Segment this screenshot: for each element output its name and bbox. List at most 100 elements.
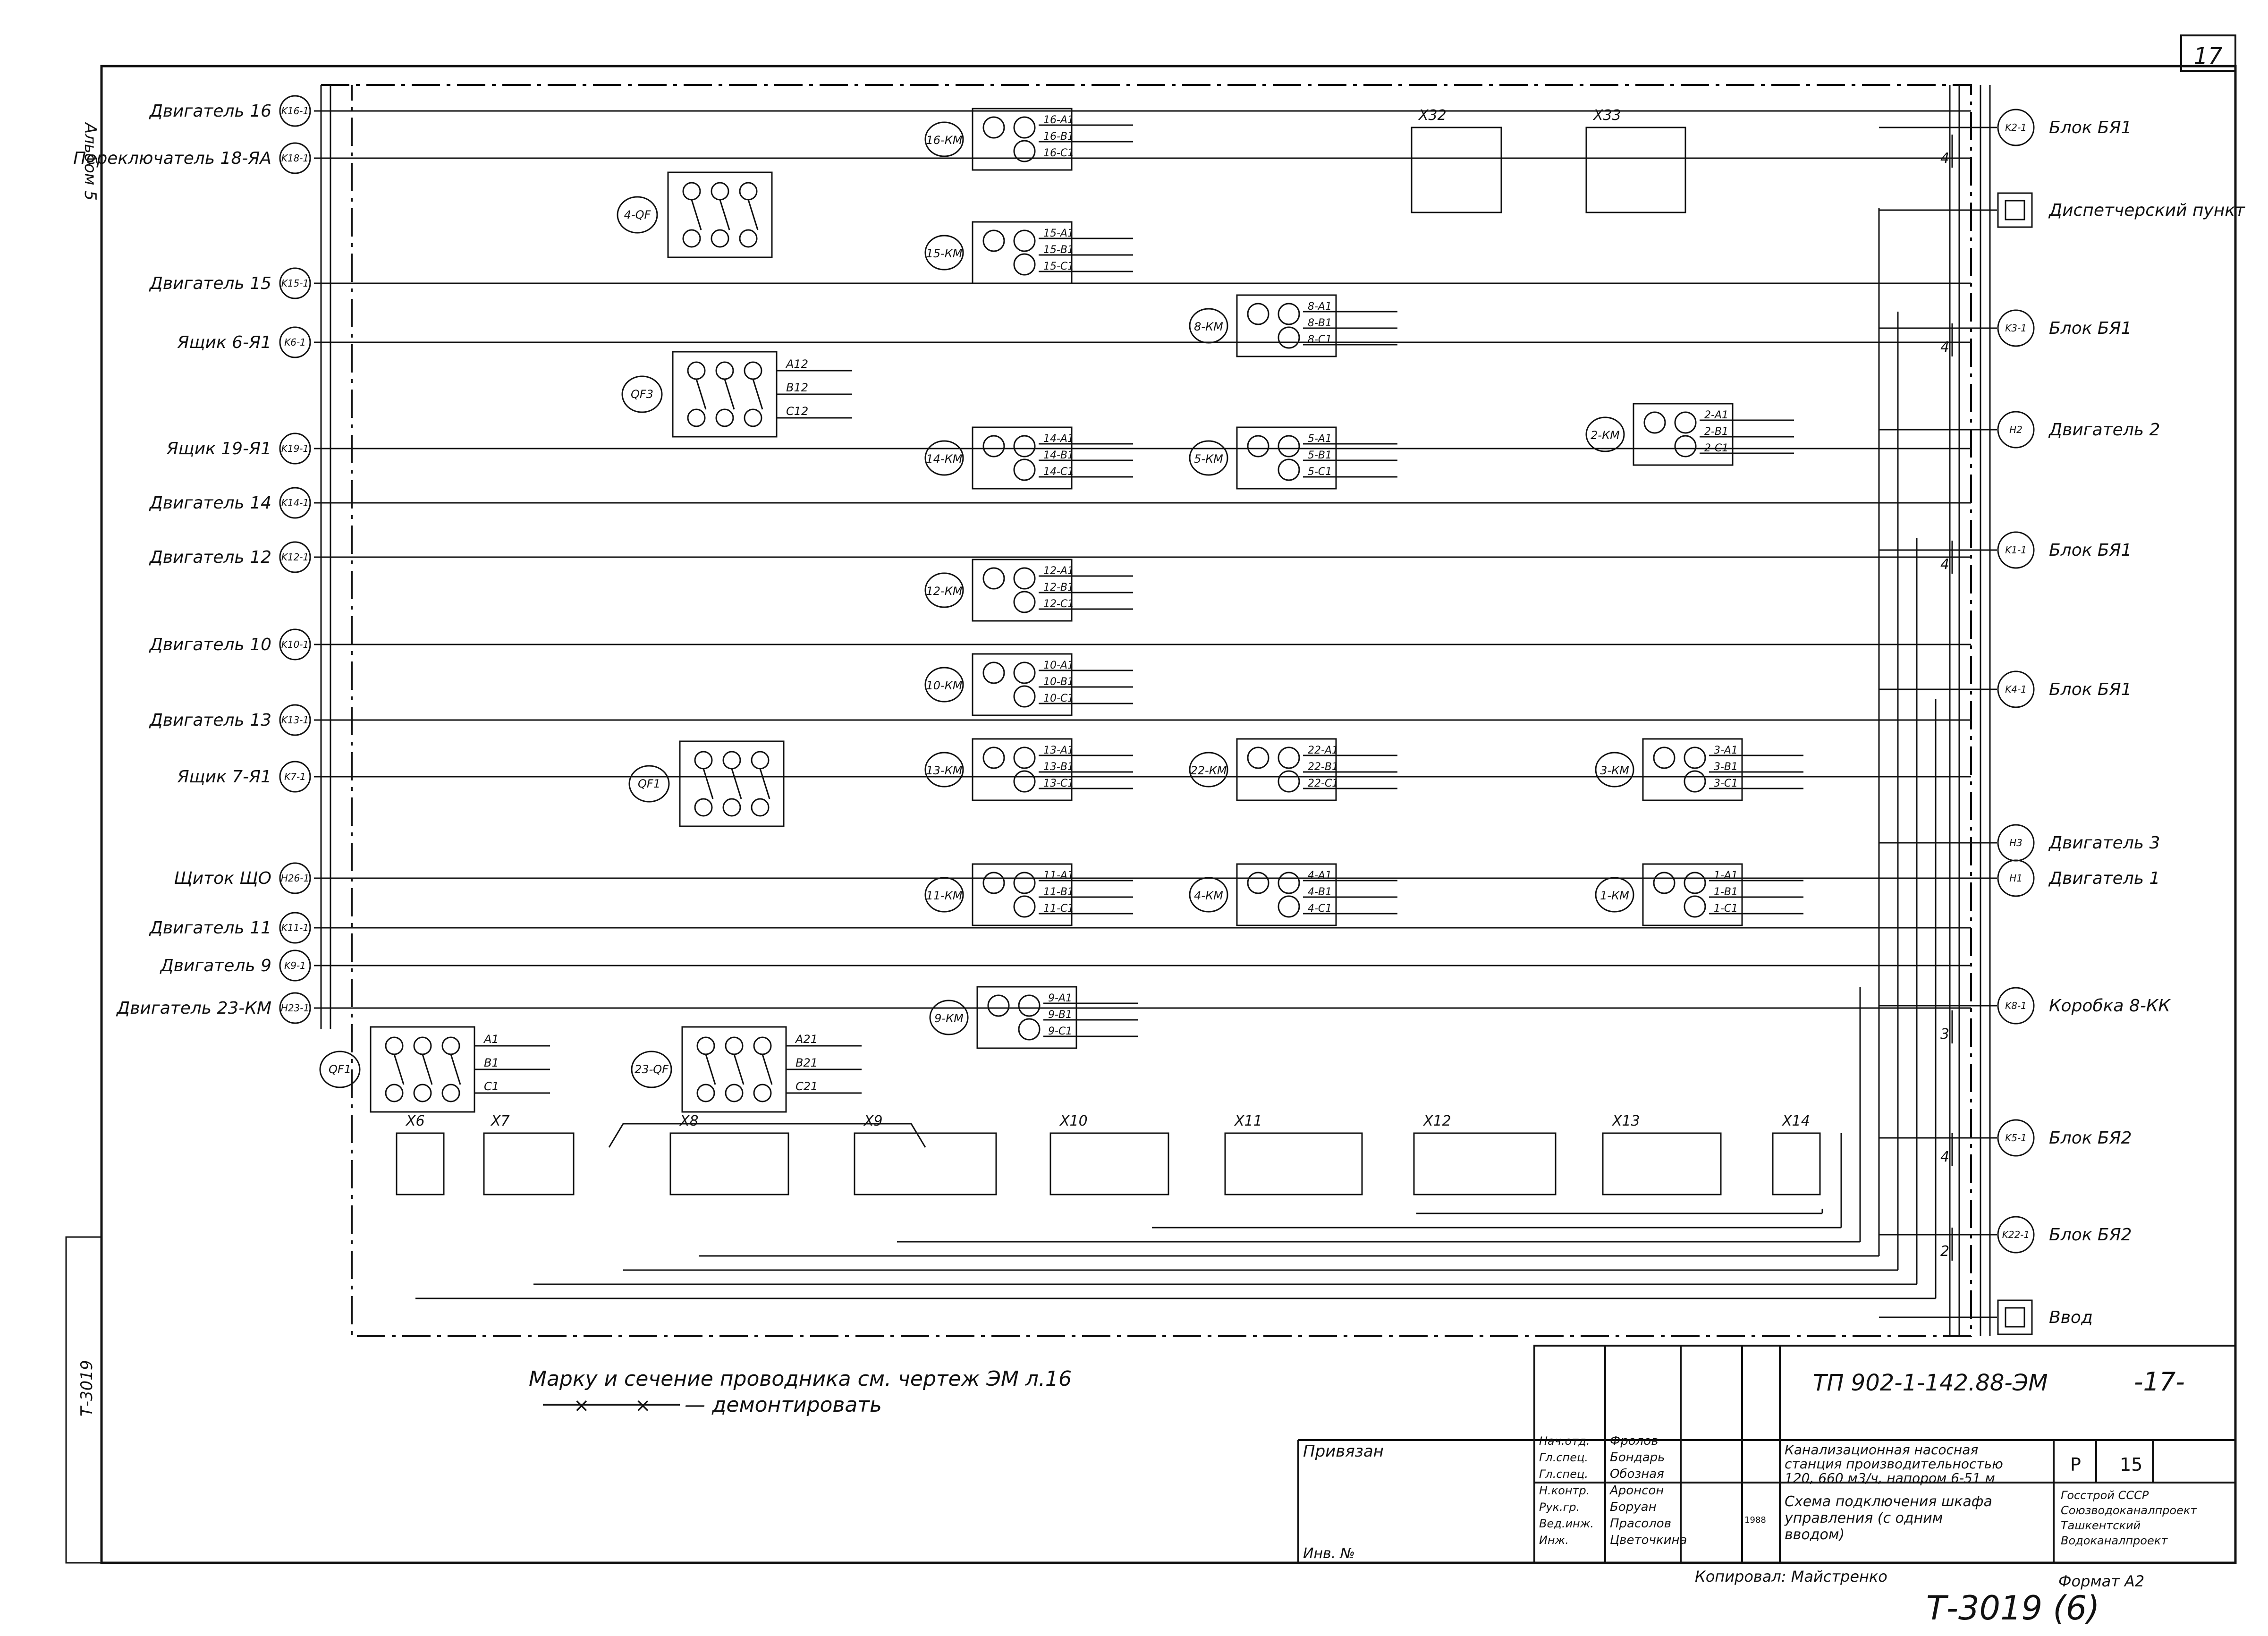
tb-name: Фролов <box>1610 1434 1659 1448</box>
contactor-terminal-label: 4-А1 <box>1308 870 1332 882</box>
contact-circle <box>1684 872 1706 894</box>
feeder-label: Переключатель 18-ЯА <box>73 149 271 168</box>
feeder-terminal-circle <box>279 949 311 982</box>
breaker-pole <box>744 361 762 380</box>
output-box-inner <box>2005 200 2025 220</box>
contactor-tag: 22-КМ <box>1191 764 1227 777</box>
feeder-tag: K11-1 <box>281 922 309 933</box>
breaker-contact <box>422 1054 433 1085</box>
contactor-box <box>972 221 1073 284</box>
breaker-pole <box>753 1084 772 1102</box>
contactor-tag: 15-КМ <box>926 247 963 260</box>
breaker-terminal-label: С21 <box>795 1080 818 1093</box>
breaker-pole <box>751 798 770 817</box>
output-tag: H2 <box>2009 424 2023 435</box>
contact-circle <box>982 872 1005 894</box>
contact-circle <box>1278 872 1300 894</box>
tb-project-title: Канализационная насосная <box>1785 1442 1978 1458</box>
breaker-terminal-label: В12 <box>786 381 808 394</box>
breaker-tag-ellipse <box>319 1051 361 1088</box>
breaker-pole <box>725 1036 744 1055</box>
feeder-tag: K19-1 <box>281 443 309 454</box>
feeder-terminal-circle <box>279 912 311 944</box>
breaker-pole <box>687 408 706 427</box>
contactor-box <box>972 863 1073 926</box>
feeder-label: Двигатель 14 <box>149 493 271 513</box>
breaker-contact <box>762 1054 773 1085</box>
contactor-terminal-label: 22-С1 <box>1308 778 1338 789</box>
contact-circle <box>1674 411 1697 434</box>
wire-count: 4 <box>1940 150 1949 167</box>
contactor-box <box>972 108 1073 171</box>
format-label: Формат А2 <box>2058 1572 2144 1590</box>
feeder-terminal-circle <box>279 95 311 127</box>
breaker-pole <box>753 1036 772 1055</box>
contactor-box <box>1633 403 1734 466</box>
contactor-tag-ellipse <box>924 121 964 157</box>
feeder-tag: K18-1 <box>281 153 309 164</box>
output-terminal-circle <box>1997 411 2035 449</box>
breaker-contact <box>733 1054 745 1085</box>
contactor-terminal-label: 5-В1 <box>1308 449 1332 461</box>
output-tag: K3-1 <box>2005 322 2027 334</box>
breaker-contact <box>731 768 742 799</box>
breaker-contact <box>724 379 735 410</box>
output-box <box>1997 192 2033 228</box>
contact-circle <box>1278 435 1300 458</box>
feeder-label: Двигатель 23-КМ <box>116 999 271 1018</box>
contactor-terminal-label: 13-В1 <box>1043 761 1074 773</box>
breaker-pole <box>711 182 729 201</box>
terminal-block-label: Х10 <box>1059 1113 1088 1129</box>
breaker-pole <box>687 361 706 380</box>
contactor-terminal-label: 14-С1 <box>1043 466 1074 478</box>
contact-circle <box>1013 895 1036 918</box>
archive-number: Т-3019 (6) <box>1926 1589 2100 1628</box>
feeder-tag: H23-1 <box>281 1002 309 1014</box>
demolish-legend: × × — демонтировать <box>543 1393 882 1417</box>
contact-circle <box>1013 746 1036 769</box>
breaker-contact <box>759 768 770 799</box>
terminal-block-label: Х12 <box>1422 1113 1451 1129</box>
contact-circle <box>1247 872 1269 894</box>
wire-count: 4 <box>1940 1149 1949 1165</box>
title-block <box>1297 1345 2236 1564</box>
feeder-tag: K7-1 <box>284 771 306 782</box>
breaker-pole <box>744 408 762 427</box>
contact-circle <box>1013 229 1036 252</box>
breaker-tag: 4-QF <box>624 208 652 221</box>
breaker-tag: 23-QF <box>635 1063 669 1076</box>
tb-name: Боруан <box>1610 1500 1657 1514</box>
contactor-terminal-label: 16-С1 <box>1043 147 1074 159</box>
wire-count: 3 <box>1940 1026 1949 1043</box>
contactor-tag: 9-КМ <box>934 1012 964 1025</box>
breaker-box <box>370 1026 475 1113</box>
sheet-number: 17 <box>2193 43 2223 69</box>
contact-circle <box>1278 303 1300 325</box>
feeder-label: Ящик 6-Я1 <box>177 333 271 352</box>
contact-circle <box>1013 458 1036 481</box>
contactor-terminal-label: 11-С1 <box>1043 903 1074 915</box>
contactor-box <box>972 559 1073 622</box>
breaker-pole <box>694 798 713 817</box>
side-stamp-strip <box>65 1236 102 1564</box>
feeder-terminal-circle <box>279 541 311 573</box>
checked-by: Копировал: Майстренко <box>1695 1568 1887 1585</box>
feeder-label: Двигатель 9 <box>160 956 271 975</box>
contact-circle <box>1278 326 1300 349</box>
output-label: Блок БЯ1 <box>2049 541 2132 560</box>
breaker-box <box>681 1026 787 1113</box>
feeder-label: Двигатель 10 <box>149 635 271 654</box>
tb-name: Цветочкина <box>1610 1533 1687 1547</box>
contactor-box <box>1236 738 1337 801</box>
breaker-terminal-label: А12 <box>785 357 808 371</box>
note-line-1: Марку и сечение проводника см. чертеж ЭМ… <box>529 1367 1072 1391</box>
feeder-terminal-circle <box>279 761 311 793</box>
contact-circle <box>987 994 1010 1017</box>
wire-count: 4 <box>1940 339 1949 356</box>
feeder-terminal-circle <box>279 432 311 465</box>
breaker-tag: QF1 <box>638 777 660 790</box>
feeder-label: Двигатель 11 <box>149 918 271 938</box>
tb-role: Вед.инж. <box>1539 1517 1594 1530</box>
breaker-contact <box>747 199 759 230</box>
inv-label: Инв. № <box>1303 1545 1355 1562</box>
